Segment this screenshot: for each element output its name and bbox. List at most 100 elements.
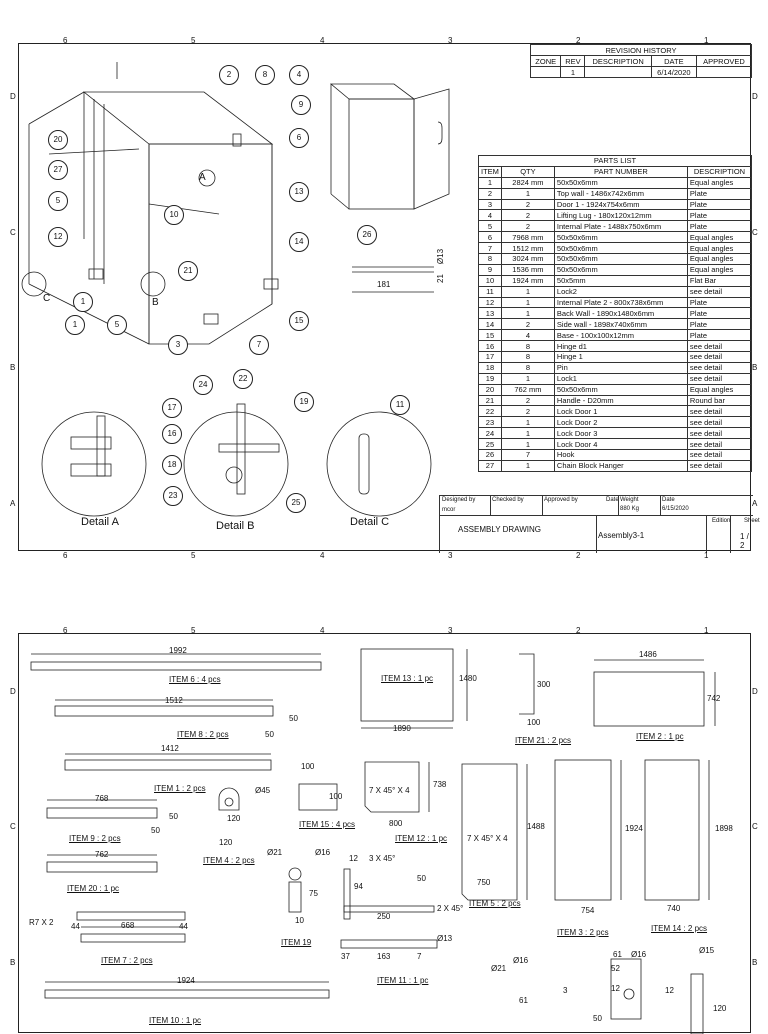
parts-cell: see detail [686, 372, 753, 385]
dimension-label: 10 [295, 916, 304, 925]
dimension-label: 100 [329, 792, 343, 801]
parts-cell: 1 [500, 372, 555, 385]
parts-cell: Round bar [686, 394, 753, 407]
dimension-label: 762 [95, 850, 109, 859]
parts-cell: Plate [686, 209, 753, 222]
parts-cell: 2824 mm [500, 176, 555, 189]
parts-header: ITEM [478, 165, 502, 178]
parts-cell: Equal angles [686, 263, 753, 276]
parts-header: PART NUMBER [553, 165, 688, 178]
item-label: ITEM 7 : 2 pcs [101, 956, 153, 965]
parts-cell: Plate [686, 307, 753, 320]
parts-cell: see detail [686, 438, 753, 451]
dimension-label: 2 X 45° [437, 904, 464, 913]
item-label: ITEM 21 : 2 pcs [515, 736, 572, 745]
parts-cell: Back Wall - 1890x1480x6mm [553, 307, 688, 320]
parts-cell: see detail [686, 405, 753, 418]
dimension-label: 738 [433, 780, 447, 789]
dimension-label: 740 [667, 904, 681, 913]
dimension-label: 120 [227, 814, 241, 823]
zone-row-label: C [752, 822, 758, 831]
dimension-label: Ø21 [267, 848, 283, 857]
parts-cell: 27 [478, 459, 502, 472]
parts-cell: 8 [500, 351, 555, 363]
balloon: 13 [289, 182, 309, 202]
dimension-label: 1412 [161, 744, 179, 753]
balloon: 2 [219, 65, 239, 85]
balloon: 3 [168, 335, 188, 355]
parts-cell: 1 [500, 427, 555, 440]
parts-cell: 50x50x6mm [553, 242, 688, 255]
parts-cell: Plate [686, 318, 753, 331]
parts-cell: 2 [500, 318, 555, 331]
parts-cell: 3024 mm [500, 253, 555, 265]
dimension-label: 44 [71, 922, 80, 931]
parts-cell: 10 [478, 274, 502, 287]
parts-cell: 24 [478, 427, 502, 440]
revision-history-table: REVISION HISTORY ZONE REV DESCRIPTION DA… [529, 44, 753, 78]
dimension-label: 61 [519, 996, 528, 1005]
parts-cell: 1 [500, 438, 555, 451]
parts-cell: Internal Plate 2 - 800x738x6mm [553, 296, 688, 309]
drawing-title: ASSEMBLY DRAWING [458, 525, 541, 534]
parts-cell: 8 [500, 361, 555, 374]
item-label: ITEM 2 : 1 pc [636, 732, 684, 741]
balloon: 4 [289, 65, 309, 85]
zone-column-label: 4 [320, 36, 325, 45]
parts-cell: Hinge d1 [553, 340, 688, 353]
parts-cell: Equal angles [686, 231, 753, 244]
dimension-label: 1512 [165, 696, 183, 705]
dimension-label: 3 X 45° [369, 854, 396, 863]
dimension-label: 37 [341, 952, 350, 961]
dimension-label: 300 [537, 680, 551, 689]
zone-column-label: 3 [448, 36, 453, 45]
parts-cell: 50x50x6mm [553, 176, 688, 189]
parts-cell: Internal Plate - 1488x750x6mm [553, 220, 688, 233]
balloon: 8 [255, 65, 275, 85]
zone-row-label: C [10, 822, 16, 831]
detail-b-label: Detail B [216, 520, 255, 532]
parts-cell: Flat Bar [686, 274, 753, 287]
zone-column-label: 5 [191, 626, 196, 635]
dimension-label: 7 X 45° X 4 [369, 786, 410, 795]
dimension-label: 50 [151, 826, 160, 835]
item-label: ITEM 8 : 2 pcs [177, 730, 229, 739]
parts-cell: 16 [478, 340, 502, 353]
dimension-label: 163 [377, 952, 391, 961]
dimension-label: Ø16 [631, 950, 647, 959]
parts-cell: 762 mm [500, 383, 555, 396]
parts-cell: 23 [478, 416, 502, 429]
parts-cell: Equal angles [686, 242, 753, 255]
parts-cell: 1 [500, 296, 555, 309]
parts-cell: see detail [686, 416, 753, 429]
parts-cell: 6 [478, 231, 502, 244]
parts-cell: Equal angles [686, 383, 753, 396]
zone-column-label: 1 [704, 36, 709, 45]
dimension-label: 750 [477, 878, 491, 887]
weight-value: 880 Kg [620, 506, 640, 512]
parts-cell: 50x50x6mm [553, 231, 688, 244]
designed-by-label: Designed by [442, 497, 476, 503]
dimension-label: 50 [593, 1014, 602, 1023]
zone-row-label: B [752, 363, 758, 372]
dimension-label: 12 [349, 854, 358, 863]
balloon: 25 [286, 493, 306, 513]
hook-dia-dim: Ø13 [436, 248, 446, 265]
checked-by-label: Checked by [492, 497, 524, 503]
view-letter-c: C [43, 293, 51, 304]
parts-cell: 4 [478, 209, 502, 222]
parts-cell: Equal angles [686, 253, 753, 265]
balloon: 26 [357, 225, 377, 245]
parts-cell: 2 [500, 220, 555, 233]
balloon: 1 [65, 315, 85, 335]
parts-cell: Hinge 1 [553, 351, 688, 363]
